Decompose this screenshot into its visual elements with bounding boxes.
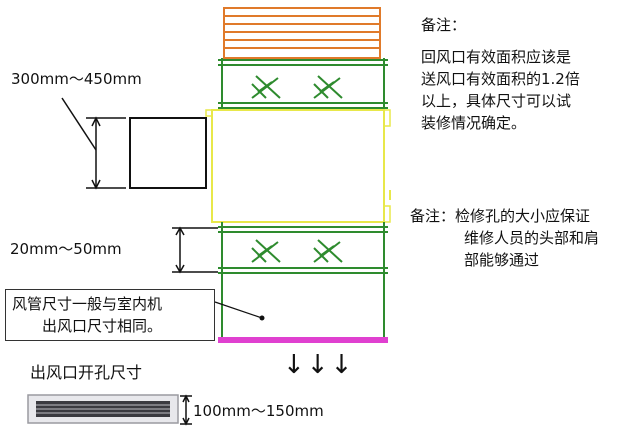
note-line: 装修情况确定。 [421,114,527,132]
note-return-air: 备注： 回风口有效面积应该是 送风口有效面积的1.2倍 以上，具体尺寸可以试 装… [421,14,580,134]
lower-filter-mark-right [313,239,343,263]
gap-size-label: 20mm～50mm [10,240,122,258]
upper-filter-mark-left [251,75,281,99]
note-line: 送风口有效面积的1.2倍 [421,70,580,88]
inspection-hatch [129,117,207,189]
note-line: 检修孔的大小应保证 [455,207,591,225]
outlet-size-label: 100mm～150mm [193,402,324,420]
duct-note-leader [214,301,263,319]
duct-note-line: 出风口尺寸相同。 [42,317,163,335]
indoor-unit [205,109,391,223]
outlet-title: 出风口开孔尺寸 [30,363,143,382]
gap-dimension-line [172,226,218,274]
duct-size-note: 风管尺寸一般与室内机 出风口尺寸相同。 [5,289,215,341]
hatch-size-label: 300mm～450mm [11,70,142,88]
duct-note-line: 风管尺寸一般与室内机 [12,295,163,313]
return-air-grille [223,7,381,59]
airflow-arrows: ↓↓↓ [283,350,355,380]
note-prefix: 备注： [410,207,456,225]
note-line: 以上，具体尺寸可以试 [421,92,572,110]
hatch-dimension-line [61,97,126,190]
lower-filter-mark-left [251,239,281,263]
note-inspection-hatch: 备注：检修孔的大小应保证 维修人员的头部和肩 部能够通过 [410,205,599,271]
note-heading: 备注： [421,16,467,34]
outlet-grille-image [27,394,179,424]
supply-outlet [218,337,388,343]
outlet-dimension-line [180,394,192,426]
upper-filter-mark-right [313,75,343,99]
upper-duct [218,58,388,109]
lower-duct [218,222,388,340]
note-line: 维修人员的头部和肩 [464,229,600,247]
duct-note-dot [259,315,265,321]
note-line: 回风口有效面积应该是 [421,48,572,66]
note-line: 部能够通过 [464,251,540,269]
